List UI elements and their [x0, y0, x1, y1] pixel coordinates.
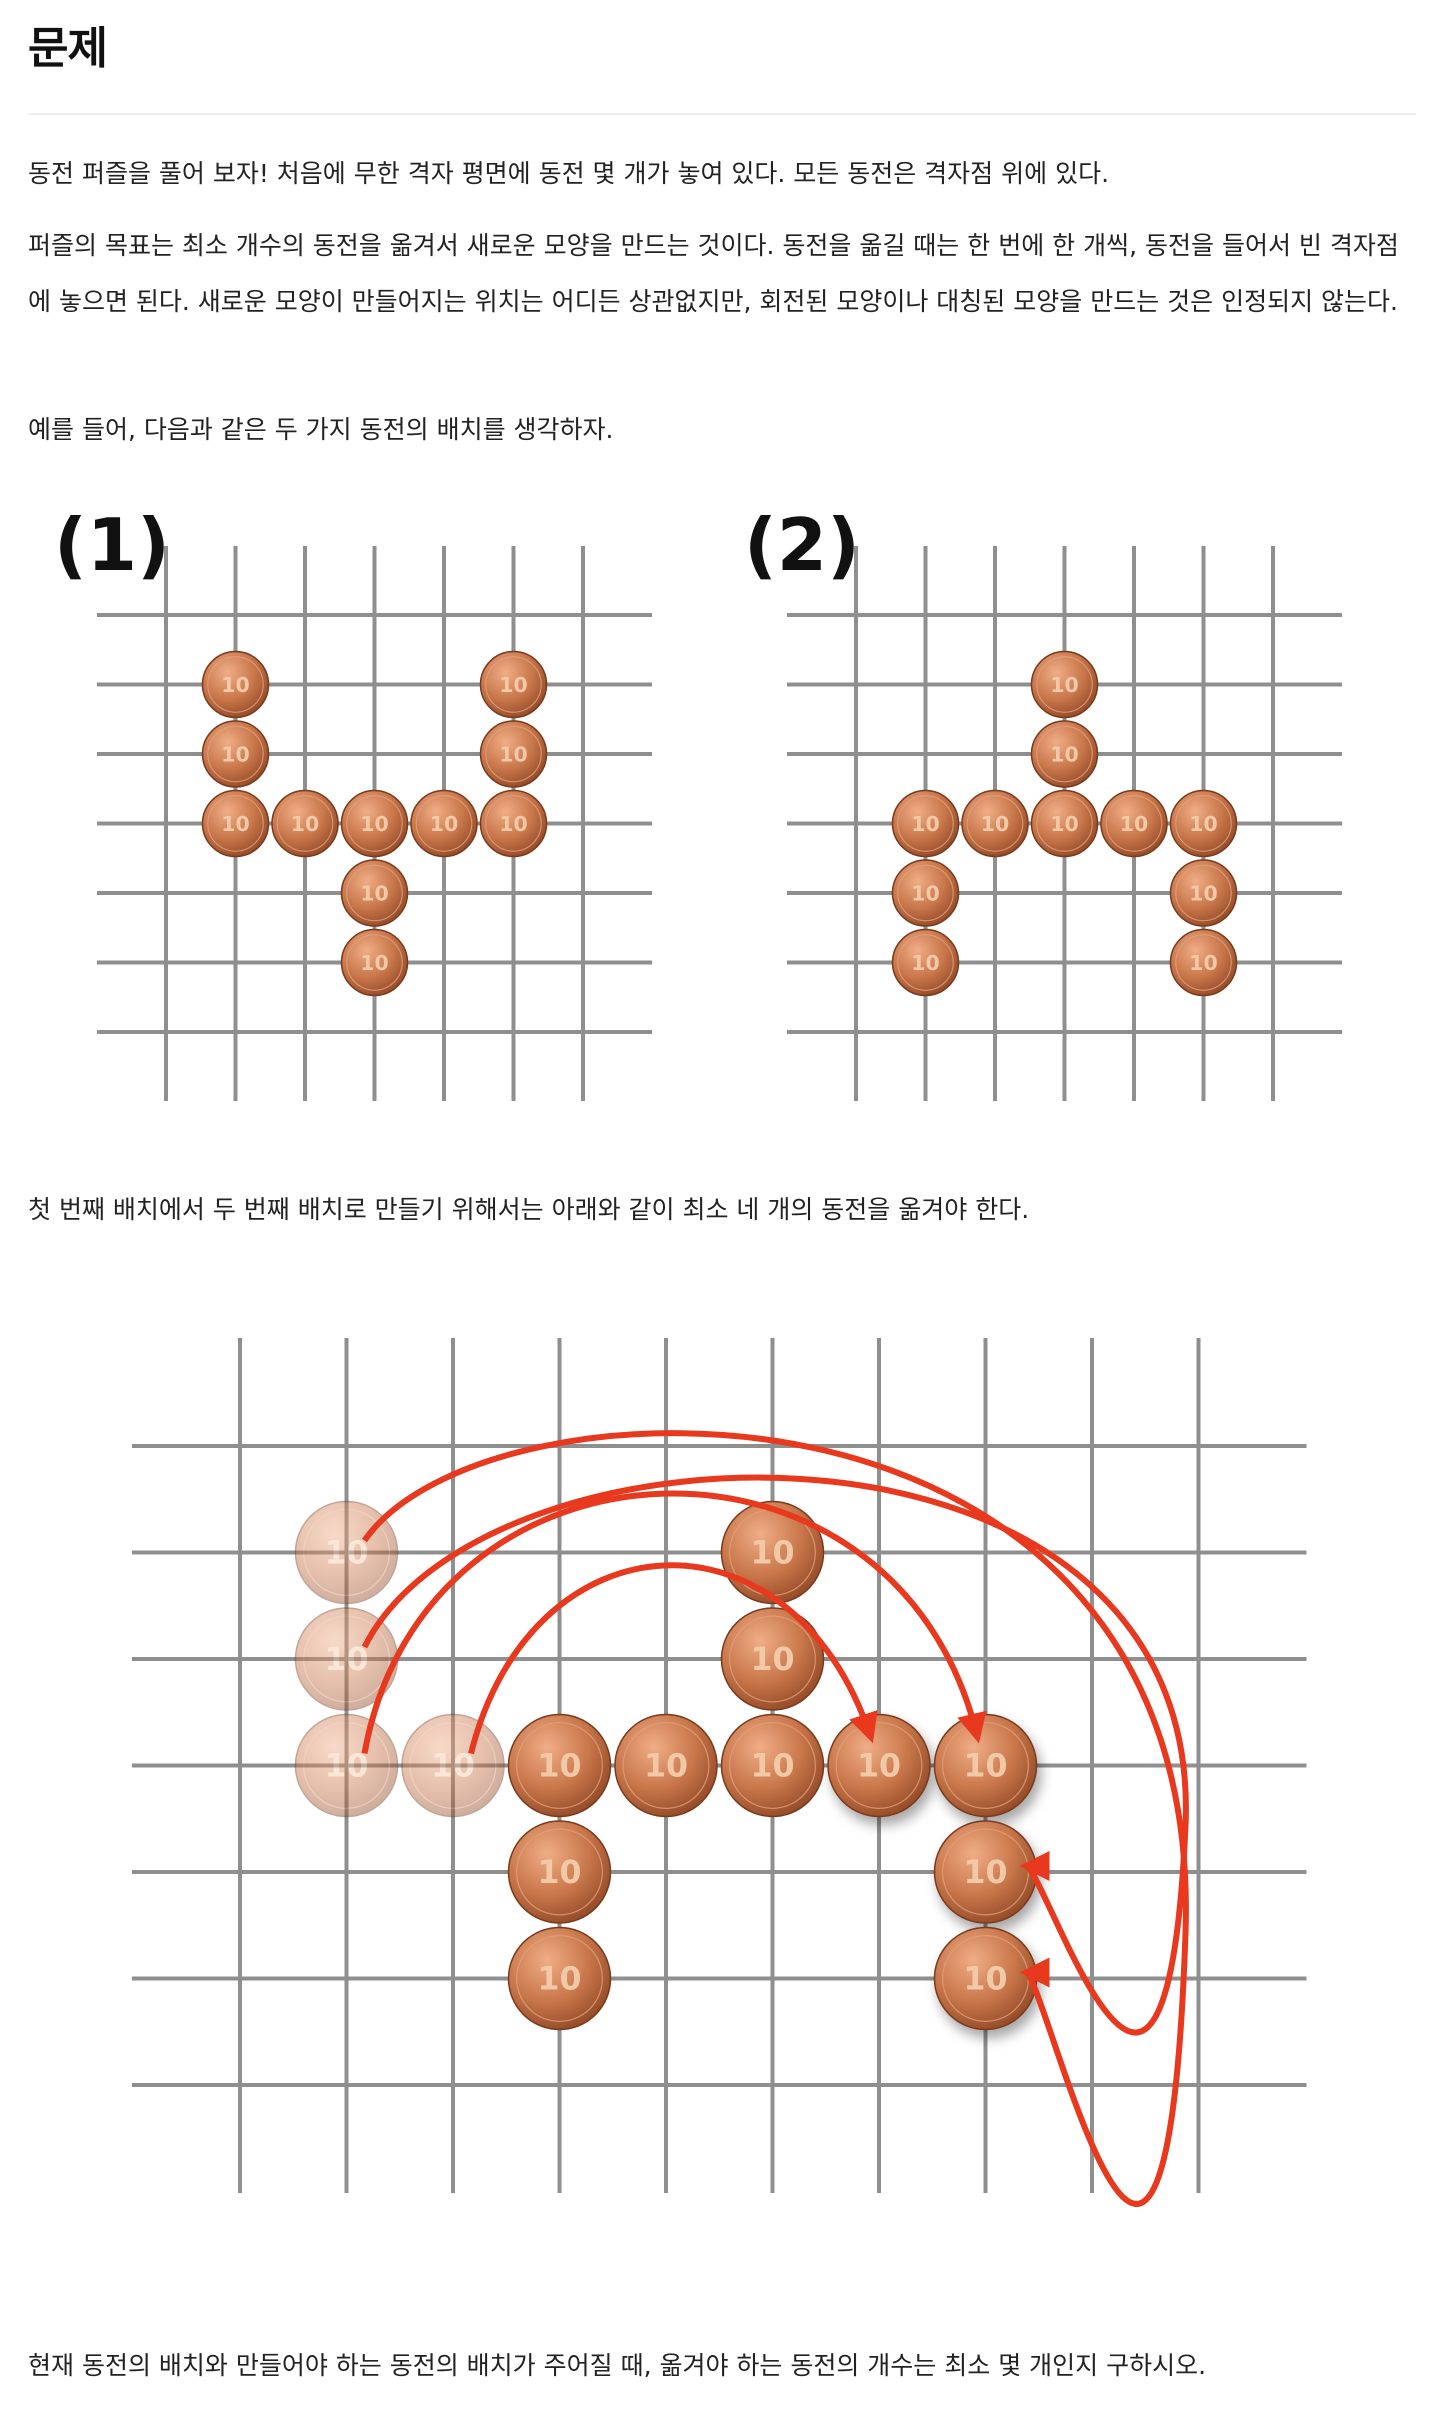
coin-value: 10 — [981, 812, 1009, 836]
coin-value: 10 — [499, 812, 527, 836]
coin-value: 10 — [857, 1749, 901, 1785]
move-arrow — [361, 1474, 1189, 2036]
coin-value: 10 — [221, 812, 249, 836]
figure-2-arrangement: (2) 10 10 10 10 10 10 10 10 10 10 10 — [744, 503, 1342, 1101]
coin-value: 10 — [1189, 951, 1217, 975]
title-divider — [28, 113, 1416, 115]
coin-value: 10 — [325, 1749, 369, 1785]
coin-value: 10 — [325, 1536, 369, 1572]
coin: 10 — [891, 789, 960, 858]
coin-value: 10 — [499, 673, 527, 697]
coin-value: 10 — [964, 1962, 1008, 1998]
problem-paragraph-3: 예를 들어, 다음과 같은 두 가지 동전의 배치를 생각하자. — [28, 415, 614, 444]
coin: 10 — [479, 720, 548, 788]
coin: 10 — [201, 650, 270, 719]
coin-value: 10 — [430, 812, 458, 836]
figure-3-moves: 10 10 10 10 10 10 10 10 10 10 10 10 10 10 10 — [132, 1338, 1307, 2207]
moved-coin: 10 — [933, 1926, 1038, 2031]
coin-value: 10 — [751, 1749, 795, 1785]
coin: 10 — [340, 789, 409, 858]
problem-paragraph-4: 첫 번째 배치에서 두 번째 배치로 만들기 위해서는 아래와 같이 최소 네 … — [28, 1195, 1030, 1224]
coin-value: 10 — [431, 1749, 475, 1785]
coin: 10 — [1169, 859, 1238, 927]
coin: 10 — [271, 789, 339, 858]
coin: 10 — [201, 789, 270, 858]
coin-value: 10 — [751, 1536, 795, 1572]
page-title: 문제 — [28, 23, 108, 74]
move-arrow — [362, 1430, 1189, 2207]
coin: 10 — [507, 1926, 612, 2031]
coin-value: 10 — [538, 1962, 582, 1998]
coin: 10 — [1100, 789, 1168, 858]
coin-value: 10 — [751, 1642, 795, 1678]
coin-value: 10 — [499, 742, 527, 766]
coin: 10 — [340, 859, 409, 927]
coin: 10 — [1030, 720, 1099, 788]
coin-value: 10 — [291, 812, 319, 836]
coin-value: 10 — [360, 812, 388, 836]
coin: 10 — [614, 1713, 718, 1818]
coin: 10 — [891, 928, 960, 997]
coin-value: 10 — [360, 881, 388, 905]
problem-paragraph-5: 현재 동전의 배치와 만들어야 하는 동전의 배치가 주어질 때, 옮겨야 하는… — [28, 2351, 1207, 2380]
coin-value: 10 — [964, 1749, 1008, 1785]
coin: 10 — [961, 789, 1029, 858]
coin: 10 — [479, 789, 548, 858]
coin-value: 10 — [221, 673, 249, 697]
faded-coin: 10 — [401, 1713, 505, 1818]
moved-coin: 10 — [933, 1820, 1038, 1924]
coin: 10 — [1169, 928, 1238, 997]
coin-value: 10 — [1050, 742, 1078, 766]
problem-paragraph-2: 퍼즐의 목표는 최소 개수의 동전을 옮겨서 새로운 모양을 만드는 것이다. … — [28, 231, 1399, 316]
move-arrows — [361, 1430, 1189, 2207]
coin-value: 10 — [911, 881, 939, 905]
figure-label: (2) — [744, 503, 860, 587]
coin: 10 — [1030, 789, 1099, 858]
coin-value: 10 — [644, 1749, 688, 1785]
coin-value: 10 — [360, 951, 388, 975]
coin: 10 — [201, 720, 270, 788]
coin-value: 10 — [911, 812, 939, 836]
coin-value: 10 — [325, 1642, 369, 1678]
coin: 10 — [410, 789, 478, 858]
coin: 10 — [340, 928, 409, 997]
moved-coin: 10 — [933, 1713, 1038, 1818]
coin: 10 — [720, 1500, 825, 1605]
coin: 10 — [1169, 789, 1238, 858]
coin: 10 — [507, 1820, 612, 1924]
coin: 10 — [1030, 650, 1099, 719]
move-arrow — [361, 1490, 987, 1755]
coin-value: 10 — [1189, 812, 1217, 836]
coin-value: 10 — [964, 1855, 1008, 1891]
coin: 10 — [720, 1713, 825, 1818]
move-arrow — [468, 1562, 878, 1755]
coin-value: 10 — [911, 951, 939, 975]
coin: 10 — [479, 650, 548, 719]
coin-value: 10 — [538, 1855, 582, 1891]
coin: 10 — [891, 859, 960, 927]
coin-value: 10 — [1050, 812, 1078, 836]
coin-value: 10 — [1050, 673, 1078, 697]
coin-value: 10 — [1120, 812, 1148, 836]
figure-1-arrangement: (1) 10 10 10 10 10 10 10 10 10 10 10 — [54, 503, 652, 1101]
problem-paragraph-1: 동전 퍼즐을 풀어 보자! 처음에 무한 격자 평면에 동전 몇 개가 놓여 있… — [28, 159, 1110, 188]
moved-coin: 10 — [827, 1713, 931, 1818]
coin: 10 — [507, 1713, 612, 1818]
coin-value: 10 — [538, 1749, 582, 1785]
coin-value: 10 — [221, 742, 249, 766]
faded-coin: 10 — [294, 1713, 399, 1818]
coin-value: 10 — [1189, 881, 1217, 905]
figure-label: (1) — [54, 503, 170, 587]
coin: 10 — [720, 1607, 825, 1711]
